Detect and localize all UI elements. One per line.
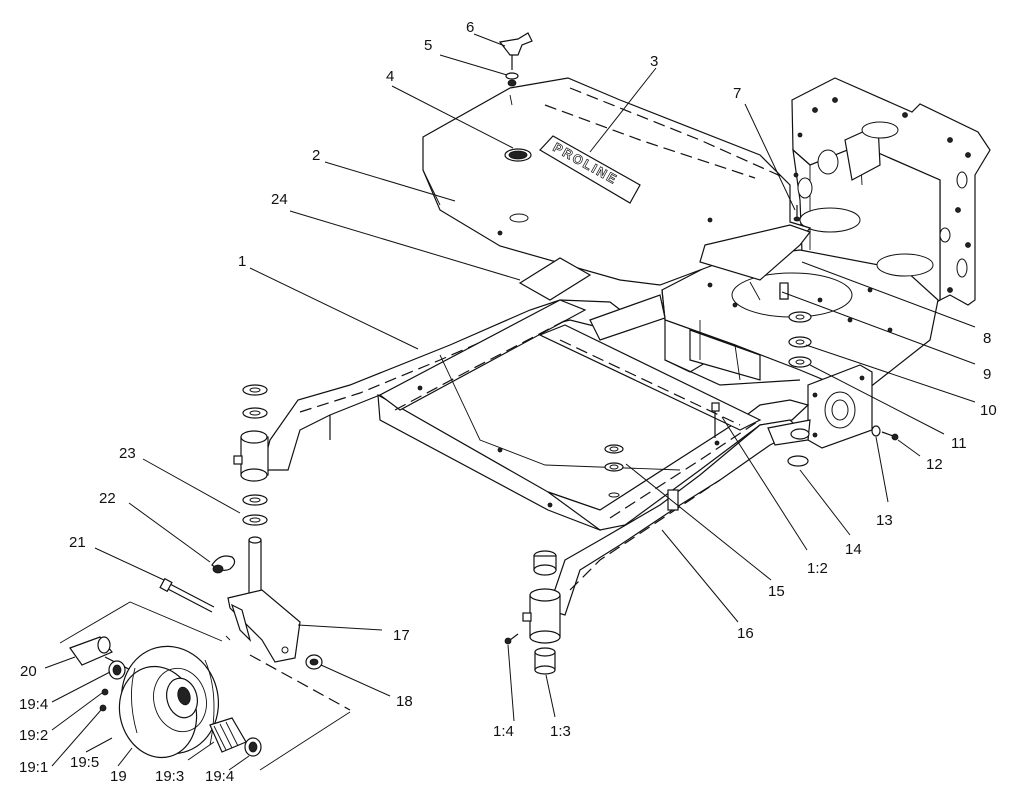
- callout-11: 11: [951, 435, 967, 452]
- callout-19-5: 19:5: [70, 754, 99, 771]
- callout-7: 7: [733, 85, 741, 102]
- callout-19-4-right: 19:4: [205, 768, 234, 785]
- callout-12: 12: [926, 456, 943, 473]
- callout-14: 14: [845, 541, 862, 558]
- callout-1-3: 1:3: [550, 723, 571, 740]
- callout-13: 13: [876, 512, 893, 529]
- callout-19-1: 19:1: [19, 759, 48, 776]
- callout-19-4-left: 19:4: [19, 696, 48, 713]
- right-caster-socket: [504, 550, 561, 675]
- callout-6: 6: [466, 19, 474, 36]
- callout-labels: 1 2 3 4 5 6 7 8 9 10 11 12 13 14 15 16 1…: [19, 19, 997, 785]
- main-frame: [261, 294, 811, 616]
- callout-17: 17: [393, 627, 410, 644]
- callout-3: 3: [650, 53, 658, 70]
- callout-21: 21: [69, 534, 86, 551]
- callout-22: 22: [99, 490, 116, 507]
- callout-1-2: 1:2: [807, 560, 828, 577]
- callout-2: 2: [312, 147, 320, 164]
- callout-19-3: 19:3: [155, 768, 184, 785]
- callout-18: 18: [396, 693, 413, 710]
- callout-24: 24: [271, 191, 288, 208]
- callout-20: 20: [20, 663, 37, 680]
- callout-10: 10: [980, 402, 997, 419]
- callout-8: 8: [983, 330, 991, 347]
- callout-15: 15: [768, 583, 785, 600]
- callout-4: 4: [386, 68, 394, 85]
- callout-16: 16: [737, 625, 754, 642]
- hardware: [498, 32, 899, 498]
- leader-lines: [44, 33, 976, 771]
- callout-1-4: 1:4: [493, 723, 514, 740]
- callout-1: 1: [238, 253, 246, 270]
- callout-5: 5: [424, 37, 432, 54]
- callout-9: 9: [983, 366, 991, 383]
- seat-plate: PROLINE: [422, 77, 812, 286]
- callout-19-2: 19:2: [19, 727, 48, 744]
- left-caster: [59, 384, 351, 771]
- callout-19: 19: [110, 768, 127, 785]
- callout-23: 23: [119, 445, 136, 462]
